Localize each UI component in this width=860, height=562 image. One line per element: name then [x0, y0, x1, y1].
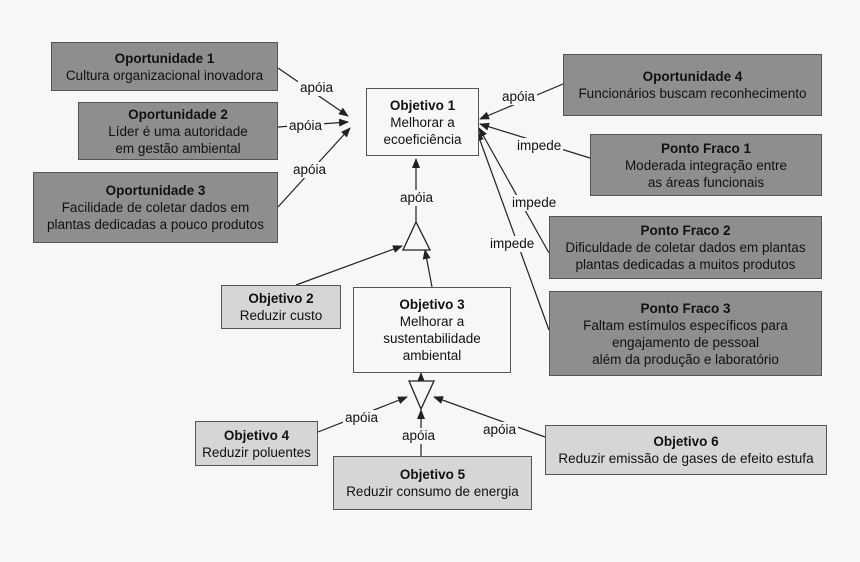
node-title: Ponto Fraco 3 — [640, 300, 731, 316]
node-title: Ponto Fraco 2 — [640, 223, 731, 238]
node-text: Faltam estímulos específicos para engaja… — [583, 317, 788, 367]
node-title: Oportunidade 4 — [642, 69, 743, 84]
node-title: Oportunidade 2 — [128, 106, 228, 122]
edge-label-pf2-ob1: impede — [510, 195, 559, 211]
node-objetivo-6: Objetivo 6 Reduzir emissão de gases de e… — [545, 425, 827, 475]
node-objetivo-1: Objetivo 1 Melhorar a ecoeficiência — [366, 88, 479, 156]
node-oportunidade-4: Oportunidade 4 Funcionários buscam recon… — [563, 54, 822, 116]
edge-label-and1-ob1: apóia — [398, 190, 436, 206]
edge-label-ob4-and2: apóia — [343, 410, 381, 426]
node-objetivo-2: Objetivo 2 Reduzir custo — [221, 285, 341, 329]
node-ponto-fraco-1: Ponto Fraco 1 Moderada integração entre … — [590, 134, 822, 196]
node-title: Objetivo 6 — [653, 434, 719, 449]
node-text: Melhorar a sustentabilidade ambiental — [383, 314, 481, 363]
edge-ob2-and1 — [295, 245, 403, 286]
edge-ob6-and2 — [433, 396, 546, 438]
node-ponto-fraco-2: Ponto Fraco 2 Dificuldade de coletar dad… — [549, 216, 822, 279]
node-text: Reduzir poluentes — [202, 444, 311, 460]
node-oportunidade-3: Oportunidade 3 Facilidade de coletar dad… — [33, 172, 278, 243]
node-text: Reduzir emissão de gases de efeito estuf… — [558, 451, 814, 466]
node-text: Reduzir custo — [239, 308, 323, 323]
node-title: Objetivo 4 — [223, 427, 290, 443]
edge-label-op1-ob1: apóia — [298, 80, 336, 96]
node-title: Oportunidade 3 — [105, 183, 206, 198]
node-text: Cultura organizacional inovadora — [65, 67, 264, 83]
node-text: Facilidade de coletar dados em plantas d… — [47, 200, 264, 232]
edge-pf2-ob1 — [478, 127, 550, 254]
edge-label-op3-ob1: apóia — [291, 162, 329, 178]
node-title: Objetivo 1 — [389, 97, 456, 113]
node-text: Moderada integração entre as áreas funci… — [624, 157, 788, 190]
node-text: Funcionários buscam reconhecimento — [578, 86, 807, 101]
edge-ob3-and1 — [422, 249, 433, 288]
and-gate-2 — [408, 380, 436, 411]
edge-label-op2-ob1: apóia — [287, 118, 325, 134]
node-text: Líder é uma autoridade em gestão ambient… — [108, 123, 248, 156]
node-objetivo-4: Objetivo 4 Reduzir poluentes — [195, 421, 318, 466]
edge-label-pf1-ob1: impede — [515, 138, 564, 154]
edge-label-op4-ob1: apóia — [500, 89, 538, 105]
node-oportunidade-2: Oportunidade 2 Líder é uma autoridade em… — [78, 102, 278, 160]
node-title: Ponto Fraco 1 — [660, 140, 751, 156]
node-objetivo-5: Objetivo 5 Reduzir consumo de energia — [333, 456, 532, 510]
and-gate-1 — [401, 220, 432, 251]
node-title: Objetivo 3 — [399, 297, 465, 312]
node-title: Objetivo 5 — [399, 467, 466, 482]
edge-label-pf3-ob1: impede — [488, 236, 537, 252]
node-ponto-fraco-3: Ponto Fraco 3 Faltam estímulos específic… — [549, 291, 822, 376]
node-title: Oportunidade 1 — [114, 50, 215, 66]
node-text: Dificuldade de coletar dados em plantas … — [565, 240, 806, 272]
node-objetivo-3: Objetivo 3 Melhorar a sustentabilidade a… — [353, 287, 511, 373]
edge-label-ob6-and2: apóia — [481, 422, 519, 438]
edge-pf3-ob1 — [476, 131, 550, 331]
node-text: Reduzir consumo de energia — [346, 484, 519, 499]
node-text: Melhorar a ecoeficiência — [383, 114, 462, 147]
edge-label-ob5-and2: apóia — [400, 428, 438, 444]
node-title: Objetivo 2 — [248, 291, 314, 306]
node-oportunidade-1: Oportunidade 1 Cultura organizacional in… — [51, 42, 278, 91]
